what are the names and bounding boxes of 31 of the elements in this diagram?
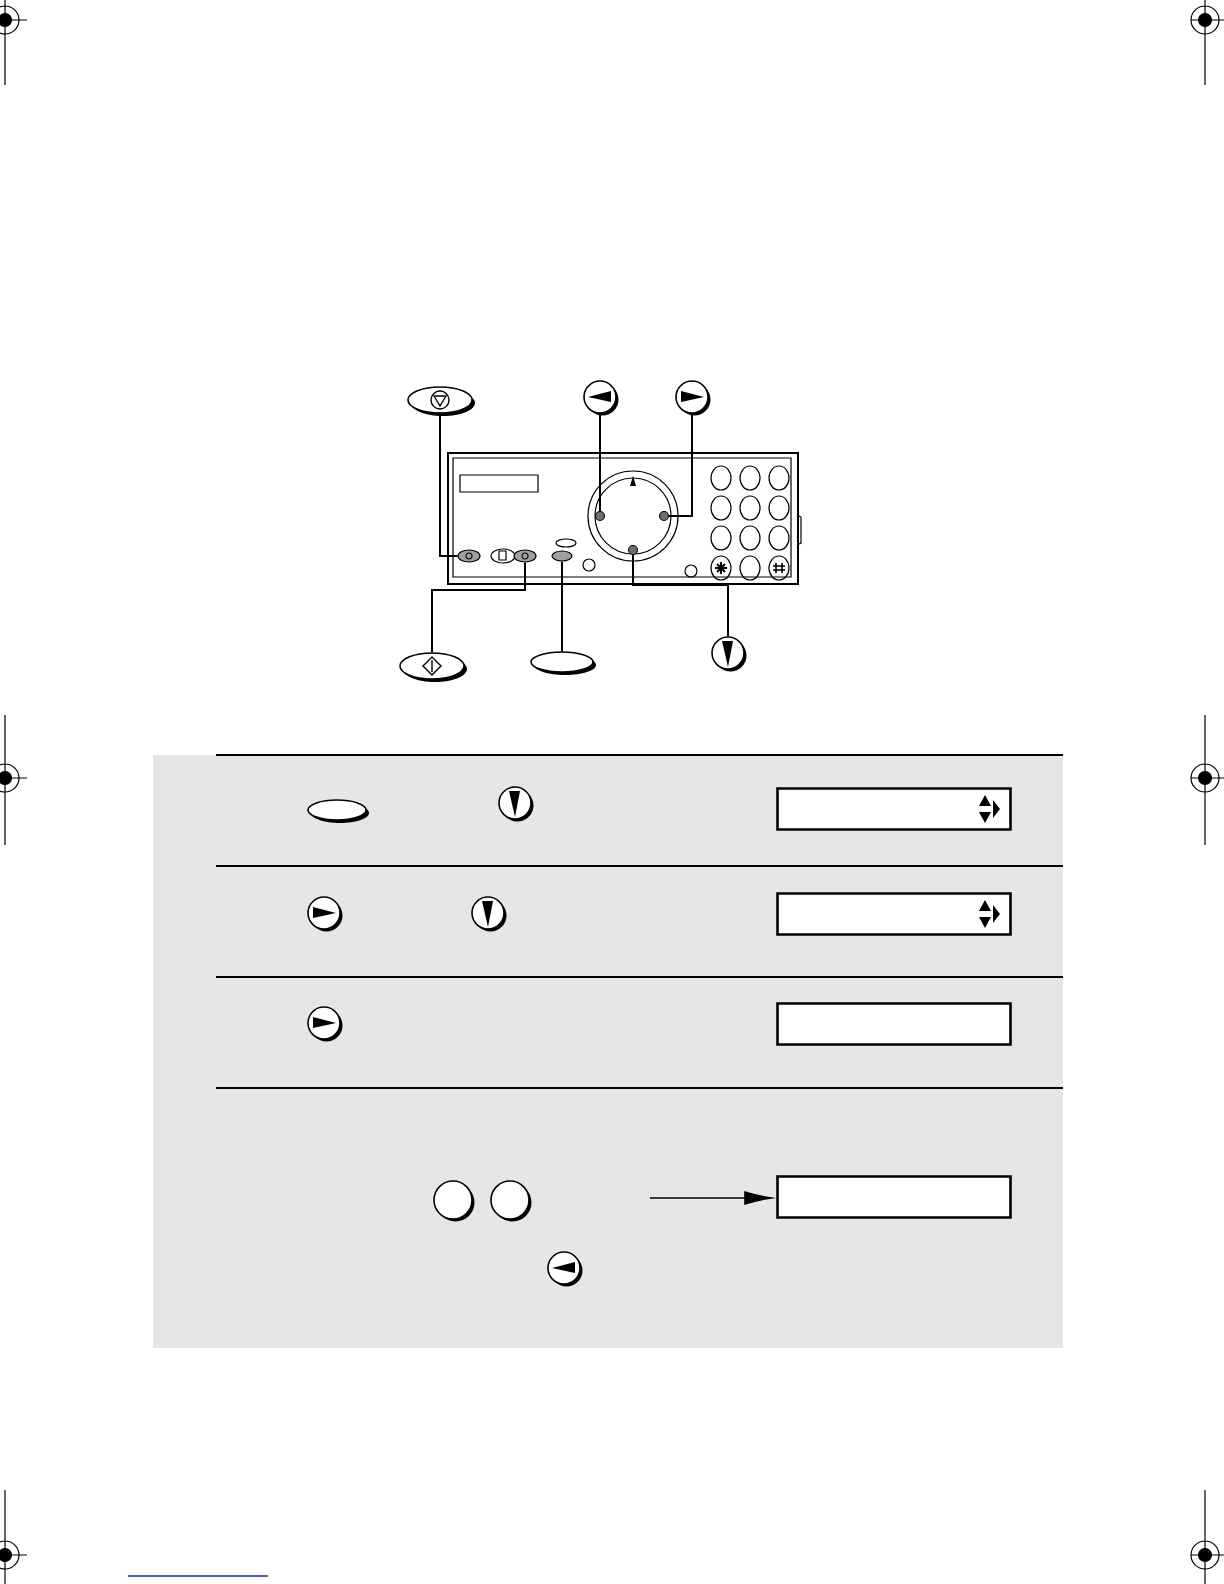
fax-panel-drawing bbox=[447, 452, 802, 585]
arrow-key-icon bbox=[498, 786, 534, 822]
display-window bbox=[776, 1002, 1012, 1046]
arrow-key-icon bbox=[471, 896, 507, 932]
display-window bbox=[776, 892, 1012, 936]
panel-key bbox=[457, 549, 481, 563]
display-window bbox=[776, 1175, 1012, 1219]
display-window bbox=[776, 787, 1012, 831]
number-key-icon bbox=[433, 1180, 475, 1222]
oval-key-icon bbox=[407, 386, 475, 416]
arrow-key-icon bbox=[711, 636, 747, 672]
leader-line bbox=[561, 560, 563, 653]
leader-line bbox=[599, 412, 601, 512]
oval-key-icon bbox=[530, 651, 596, 675]
arrow-key-icon bbox=[547, 1251, 583, 1287]
panel-key bbox=[595, 511, 605, 521]
panel-key bbox=[551, 550, 573, 562]
panel-key bbox=[628, 545, 638, 555]
arrow-key-icon bbox=[675, 380, 711, 416]
leader-line bbox=[668, 412, 693, 517]
arrow-key-icon bbox=[307, 1006, 343, 1042]
panel-key bbox=[659, 511, 669, 521]
arrow-key-icon bbox=[307, 896, 343, 932]
leader-line bbox=[632, 554, 729, 638]
oval-key-icon bbox=[399, 652, 467, 682]
arrow-key-icon bbox=[583, 380, 619, 416]
arrow bbox=[649, 1191, 773, 1205]
leader-line bbox=[431, 561, 526, 654]
number-key-icon bbox=[490, 1180, 532, 1222]
panel-key bbox=[513, 549, 537, 563]
oval-key-icon bbox=[307, 799, 369, 823]
